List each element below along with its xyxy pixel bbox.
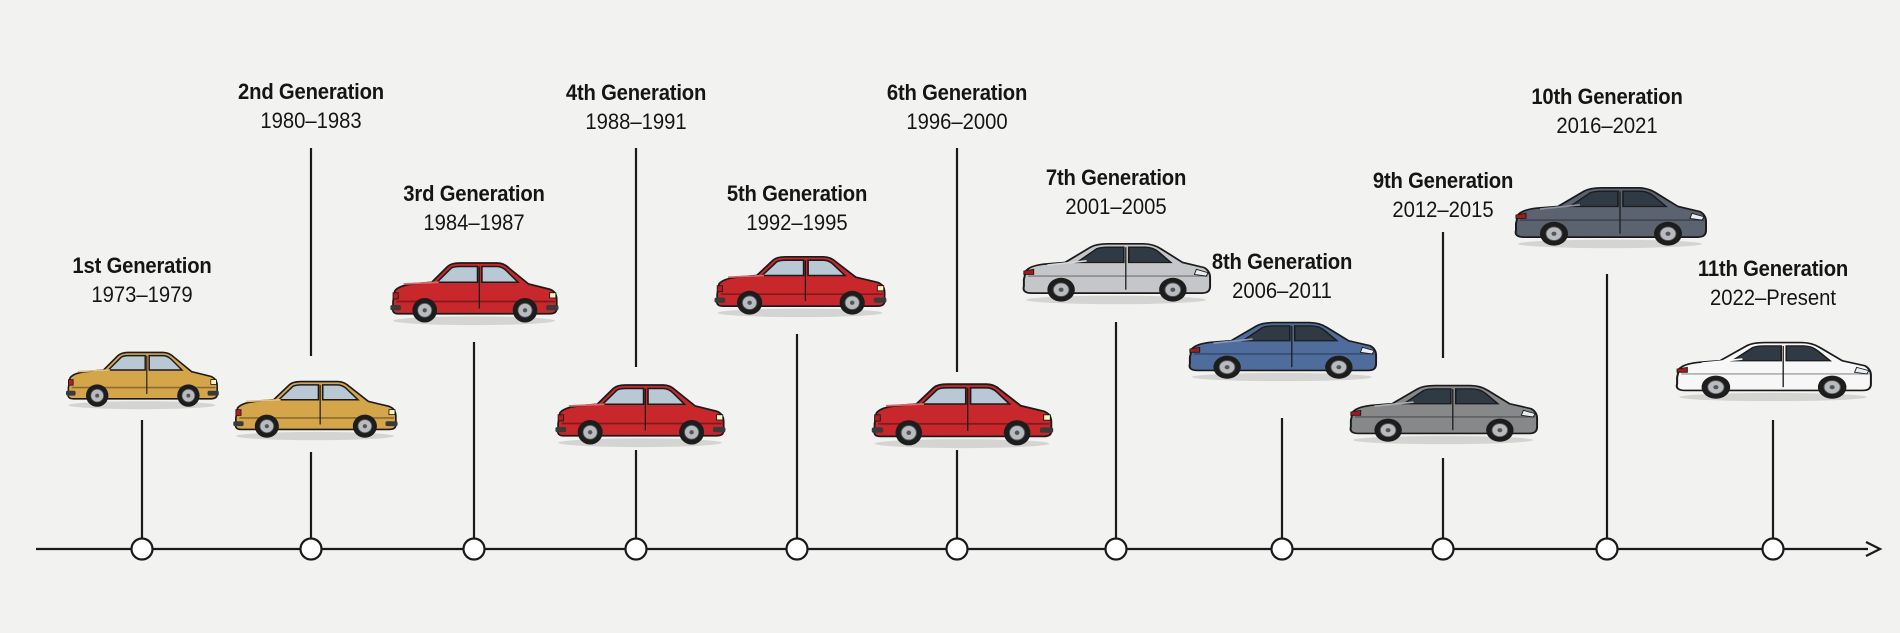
- generation-label-10: 10th Generation 2016–2021: [1525, 84, 1689, 139]
- generation-title: 7th Generation: [1045, 165, 1187, 190]
- generation-title: 8th Generation: [1211, 249, 1353, 274]
- generation-years: 1988–1991: [585, 109, 687, 134]
- generation-label-4: 4th Generation 1988–1991: [560, 80, 712, 135]
- car-illustration-6: [871, 383, 1054, 449]
- timeline-node-9: [1431, 537, 1455, 561]
- generation-label-5: 5th Generation 1992–1995: [721, 181, 873, 236]
- generation-label-11: 11th Generation 2022–Present: [1691, 256, 1854, 311]
- timeline-node-8: [1270, 537, 1294, 561]
- car-illustration-8: [1188, 321, 1378, 382]
- timeline-arrow: [1865, 541, 1883, 557]
- generation-label-8: 8th Generation 2006–2011: [1206, 249, 1358, 304]
- generation-label-3: 3rd Generation 1984–1987: [397, 181, 551, 236]
- generation-title: 6th Generation: [886, 80, 1028, 105]
- generation-label-1: 1st Generation 1973–1979: [66, 253, 217, 308]
- generation-title: 11th Generation: [1697, 256, 1849, 281]
- generation-years: 1992–1995: [746, 210, 848, 235]
- generation-title: 1st Generation: [72, 253, 212, 278]
- car-illustration-2: [233, 380, 398, 441]
- timeline-node-4: [624, 537, 648, 561]
- generation-label-7: 7th Generation 2001–2005: [1040, 165, 1192, 220]
- car-illustration-11: [1675, 341, 1872, 402]
- car-illustration-9: [1349, 384, 1539, 445]
- car-illustration-3: [390, 262, 559, 326]
- generation-years: 2022–Present: [1709, 285, 1837, 310]
- timeline-node-10: [1595, 537, 1619, 561]
- generation-title: 10th Generation: [1531, 84, 1683, 109]
- generation-years: 2016–2021: [1556, 113, 1658, 138]
- generation-years: 1984–1987: [423, 210, 525, 235]
- timeline-node-1: [130, 537, 154, 561]
- car-illustration-1: [66, 351, 219, 410]
- car-illustration-4: [555, 384, 726, 448]
- car-illustration-10: [1514, 186, 1707, 249]
- timeline-node-6: [945, 537, 969, 561]
- timeline-node-2: [299, 537, 323, 561]
- car-illustration-7: [1022, 242, 1212, 305]
- timeline-node-7: [1104, 537, 1128, 561]
- generation-years: 2001–2005: [1065, 194, 1167, 219]
- generation-title: 3rd Generation: [403, 181, 545, 206]
- generation-years: 2012–2015: [1392, 197, 1494, 222]
- generation-title: 9th Generation: [1372, 168, 1514, 193]
- generation-title: 5th Generation: [726, 181, 868, 206]
- generation-years: 1996–2000: [906, 109, 1008, 134]
- generation-title: 4th Generation: [565, 80, 707, 105]
- generation-label-9: 9th Generation 2012–2015: [1367, 168, 1519, 223]
- generation-years: 1973–1979: [91, 282, 193, 307]
- generation-years: 1980–1983: [260, 108, 362, 133]
- timeline-node-3: [462, 537, 486, 561]
- generation-title: 2nd Generation: [238, 79, 384, 104]
- generation-years: 2006–2011: [1232, 278, 1332, 303]
- generation-label-6: 6th Generation 1996–2000: [881, 80, 1033, 135]
- timeline-node-11: [1761, 537, 1785, 561]
- timeline-node-5: [785, 537, 809, 561]
- generation-label-2: 2nd Generation 1980–1983: [232, 79, 391, 134]
- car-illustration-5: [714, 255, 887, 318]
